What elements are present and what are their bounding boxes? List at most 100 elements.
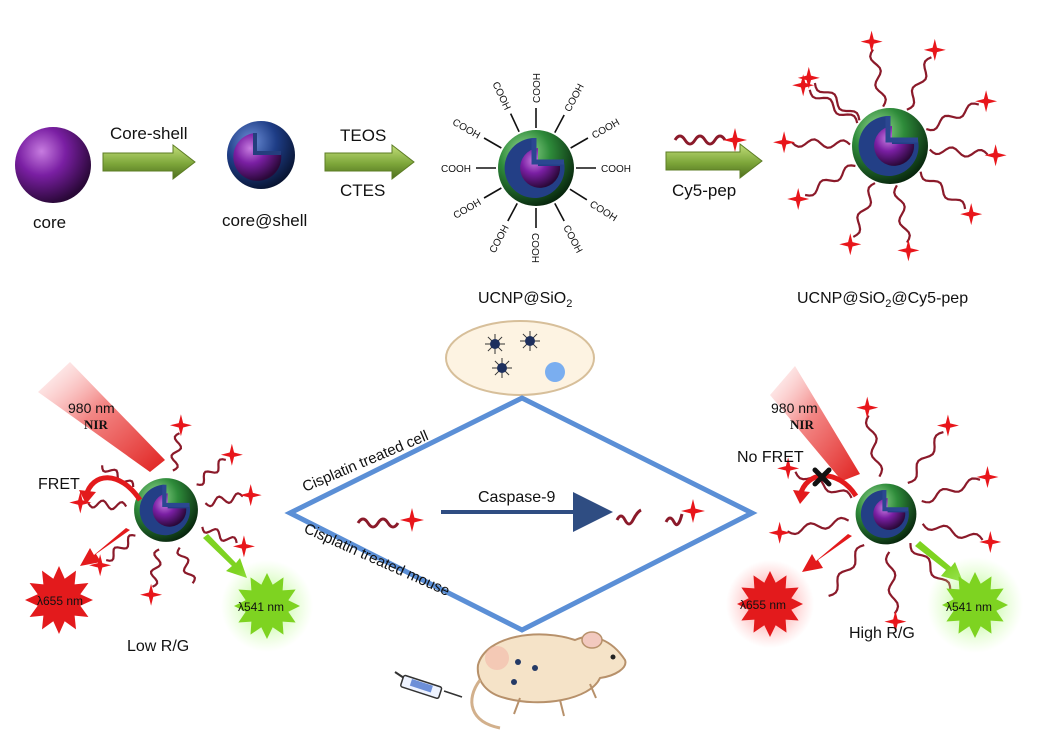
right-green-emission-label: λ541 nm [946, 600, 992, 614]
left-red-emission-label: λ655 nm [37, 594, 83, 608]
left-green-emission-arrow [203, 534, 247, 578]
arrow-core-shell [102, 143, 196, 181]
peptide-arm [196, 458, 227, 487]
core-shell-label: core@shell [222, 211, 307, 230]
dish-nanoparticle [525, 336, 535, 346]
ligand-line [570, 137, 589, 149]
peptide-arm [149, 548, 162, 588]
left-fret-label: FRET [38, 476, 80, 493]
right-red-burst [726, 560, 814, 648]
ligand-line [483, 187, 502, 199]
cy5-dye-star [768, 521, 791, 544]
arrow-silica-coating [324, 143, 415, 181]
right-green-burst [927, 557, 1023, 653]
left-ratio-label: Low R/G [127, 638, 189, 655]
peptide-arm [804, 164, 856, 197]
ucnp-cy5-label-sub: 2 [885, 298, 891, 310]
ucnp-cy5-label-a: UCNP@SiO [797, 290, 885, 307]
cell-dish-icon [445, 320, 595, 396]
cy5-dye-star [976, 466, 999, 489]
cleaved-peptide-icon [615, 499, 705, 527]
cy5-dye-star [220, 443, 243, 466]
ligand-line [507, 202, 518, 222]
cy5-peptide-icon [673, 128, 747, 152]
cy5-dye-star [239, 484, 262, 507]
peptide-arm [907, 431, 944, 484]
cooh-label: COOH [441, 164, 471, 175]
ucnp-cy5-label-b: @Cy5-pep [891, 290, 968, 307]
cy5-dye-star [140, 583, 163, 606]
cell-edge-label: Cisplatin treated cell [300, 427, 431, 495]
cooh-label: COOH [601, 164, 631, 175]
core-particle [15, 127, 91, 203]
peptide-arm [808, 89, 859, 124]
peptide-arm [926, 102, 980, 132]
peptide-arm [787, 516, 850, 536]
peptide-arm [893, 184, 911, 244]
cooh-label: COOH [560, 224, 584, 256]
ucnp-cy5-particle [773, 30, 1007, 262]
cooh-label: COOH [529, 233, 540, 263]
cy5-dye-star [787, 188, 810, 210]
arrow-conjugation [665, 142, 763, 180]
no-fret-cross-icon [812, 467, 832, 487]
core-label: core [33, 213, 66, 232]
left-laser-beam [38, 362, 165, 472]
peptide-arm [906, 56, 932, 111]
peptide-arm [170, 432, 183, 472]
teos-label: TEOS [340, 126, 386, 145]
ligand-line [509, 113, 520, 133]
ligand-line [483, 137, 502, 149]
syringe-icon [394, 671, 463, 700]
peptide-arm [852, 182, 876, 238]
right-no-fret-label: No FRET [737, 449, 804, 466]
peptide-arm [87, 499, 128, 511]
mouse-icon [470, 631, 627, 730]
cy5-dye-star [169, 414, 192, 437]
cy5-dye-star [975, 90, 998, 113]
cy5-dye-star [984, 144, 1007, 167]
core-shell-particle [225, 119, 297, 191]
peptide-arm [813, 82, 861, 121]
peptide-arm [869, 48, 887, 108]
cooh-label: COOH [590, 117, 621, 142]
left-probe [69, 414, 262, 606]
right-red-emission-label: λ655 nm [740, 598, 786, 612]
cooh-label: COOH [450, 117, 481, 142]
left-green-emission-label: λ541 nm [238, 600, 284, 614]
left-laser-wavelength: 980 nm [68, 400, 115, 416]
cooh-label: COOH [490, 80, 513, 112]
ucnp-cy5-label: UCNP@SiO2@Cy5-pep [797, 290, 968, 310]
peptide-arm [864, 415, 884, 478]
ucnp-sio2-label-main: UCNP@SiO [478, 290, 566, 307]
peptide-arm [105, 533, 136, 562]
right-ratio-label: High R/G [849, 625, 915, 642]
cy5-dye-star [897, 239, 920, 262]
ctes-label: CTES [340, 181, 385, 200]
cy5-dye-star [856, 396, 879, 419]
right-red-emission-arrow [802, 534, 852, 572]
cy5-dye-star [839, 233, 862, 256]
detection-diamond [284, 395, 758, 633]
right-laser-wavelength: 980 nm [771, 400, 818, 416]
cy5-pep-label: Cy5-pep [672, 181, 736, 200]
cy5-dye-star [923, 38, 946, 61]
intact-probe-icon [356, 508, 424, 532]
right-laser-beam [770, 366, 860, 481]
peptide-arm [101, 465, 135, 488]
peptide-arm [921, 477, 981, 504]
peptide-arm [929, 146, 989, 158]
arrow-core-shell-label: Core-shell [110, 124, 187, 143]
peptide-arm [919, 171, 967, 210]
left-green-burst [221, 560, 313, 652]
ligand-line [554, 202, 565, 222]
cooh-label: COOH [532, 73, 543, 103]
left-laser-type: NIR [84, 417, 108, 432]
left-red-burst [25, 566, 93, 634]
cooh-label: COOH [587, 199, 618, 224]
peptide-arm [176, 547, 197, 584]
left-fret-arrow [79, 475, 143, 504]
ligand-line [554, 114, 565, 134]
ucnp-sio2-label: UCNP@SiO2 [478, 290, 572, 310]
caspase-label: Caspase-9 [478, 489, 555, 506]
